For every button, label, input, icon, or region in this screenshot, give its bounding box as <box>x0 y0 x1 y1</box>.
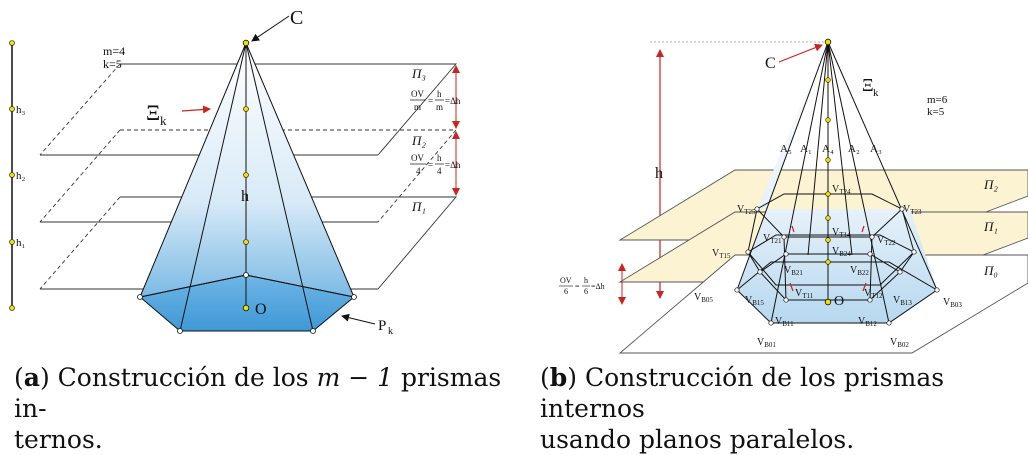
origin-label-b: O <box>834 294 844 309</box>
apex-label-b: C <box>765 55 776 72</box>
base-label-a: P <box>378 318 386 334</box>
h-label-a: h <box>241 188 249 205</box>
vertex-vt22: VT22 <box>877 235 896 247</box>
h1-tick-label: h₁ <box>16 237 26 249</box>
eq-bot-rhs: =Δh <box>445 160 461 170</box>
vertex-vb02: VB02 <box>890 337 909 349</box>
vertex-vb12: VB12 <box>858 316 877 328</box>
h-label-b: h <box>655 165 663 182</box>
caption-a-tag: a <box>23 363 40 392</box>
panel-a: h₃ h₂ h₁ m=4 k=5 <box>9 7 461 337</box>
eq-bot-num2: h <box>437 153 442 163</box>
caption-a-line2: ternos. <box>14 425 103 454</box>
vertex-labels: VT24 VT25 VT23 VT21 VT14 VT22 VT15 VB24 … <box>694 184 962 349</box>
eq-top-den2: m <box>436 102 443 112</box>
caption-a-line1: (a) Construcción de los m − 1 prismas in… <box>14 363 502 423</box>
base-sub-a: k <box>388 326 393 337</box>
svg-text:=: = <box>428 160 433 170</box>
a-labels: A₅ A₁ A₄ A₂ A₃ <box>780 143 882 155</box>
h2-tick-label: h₂ <box>16 170 26 182</box>
vertex-vt25: VT25 <box>737 204 756 216</box>
vertex-vb24: VB24 <box>832 246 851 258</box>
eq-b-den1: 6 <box>564 287 568 296</box>
apex-label-a: C <box>290 7 303 29</box>
plane-label-a1: Π₁ <box>411 199 426 214</box>
a-label-3: A₃ <box>870 143 882 155</box>
eq-bot-den2: 4 <box>437 166 442 176</box>
eq-top-rhs: =Δh <box>445 96 461 106</box>
origin-label-a: O <box>255 301 267 318</box>
a-label-2: A₂ <box>848 143 860 155</box>
h3-tick-label: h₃ <box>16 104 26 116</box>
param-m: m=4 <box>103 44 125 58</box>
param-k: k=5 <box>103 57 122 71</box>
eq-bot-den1: 4 <box>416 166 421 176</box>
xi-label-a: Ξ <box>146 100 160 125</box>
equation-b: OV 6 = h 6 =Δh <box>559 276 605 296</box>
vertex-vb21: VB21 <box>784 265 803 277</box>
eq-b-den2: 6 <box>584 287 588 296</box>
h-scale: h₃ h₂ h₁ <box>9 40 26 311</box>
eq-bot-num1: OV <box>411 153 424 163</box>
a-label-4: A₄ <box>822 143 834 155</box>
figure: h₃ h₂ h₁ m=4 k=5 <box>9 7 1028 354</box>
caption-b-line1: (b) Construcción de los prismas internos <box>540 363 945 423</box>
caption-b-line2: usando planos paralelos. <box>540 425 855 454</box>
plane-label-a3: Π₃ <box>411 66 426 81</box>
caption-a: (a) Construcción de los m − 1 prismas in… <box>14 362 504 455</box>
vertex-vt11: VT11 <box>795 288 814 300</box>
a-label-5: A₅ <box>780 143 792 155</box>
svg-text:=: = <box>575 282 580 291</box>
eq-top-num2: h <box>437 89 442 99</box>
caption-b: (b) Construcción de los prismas internos… <box>540 362 1028 455</box>
caption-a-math: m − 1 <box>316 363 394 392</box>
param-k-b: k=5 <box>927 106 945 118</box>
eq-top-num1: OV <box>411 89 424 99</box>
vertex-vt24: VT24 <box>832 184 851 196</box>
eq-b-rhs: =Δh <box>591 282 605 291</box>
equation-bottom: OV 4 = h 4 =Δh <box>410 153 461 176</box>
vertex-vt12: VT12 <box>864 288 883 300</box>
vertex-vt14: VT14 <box>832 227 851 239</box>
equation-top: OV m = h m =Δh <box>410 89 461 112</box>
eq-b-num1: OV <box>560 276 572 285</box>
vertex-vb11: VB11 <box>775 316 794 328</box>
pyramid <box>137 39 357 334</box>
xi-sub-a: k <box>160 113 167 128</box>
caption-b-tag: b <box>549 363 568 392</box>
vertex-vb05: VB05 <box>694 292 713 304</box>
caption-a-pre: Construcción de los <box>49 363 317 392</box>
caption-a-post: prismas in- <box>14 363 502 423</box>
eq-b-num2: h <box>584 276 588 285</box>
xi-label-b: Ξ <box>862 75 874 95</box>
axis-points <box>824 38 832 306</box>
param-m-b: m=6 <box>927 94 948 106</box>
vertex-vb01: VB01 <box>757 337 776 349</box>
vertex-vb13: VB13 <box>893 295 912 307</box>
a-label-1: A₁ <box>800 143 812 155</box>
caption-b-text1: Construcción de los prismas internos <box>540 363 945 423</box>
panel-b: h <box>559 38 1028 354</box>
plane-label-b1: Π₁ <box>983 219 998 234</box>
svg-text:=: = <box>428 96 433 106</box>
vertex-vb22: VB22 <box>850 265 869 277</box>
vertex-vb03: VB03 <box>943 297 962 309</box>
plane-label-b2: Π₂ <box>983 177 998 192</box>
vertex-vt21: VT21 <box>763 233 782 245</box>
eq-top-den1: m <box>414 102 421 112</box>
plane-label-a2: Π₂ <box>411 133 426 148</box>
plane-label-b0: Π₀ <box>983 263 998 278</box>
vertex-vt15: VT15 <box>712 248 731 260</box>
vertex-vt23: VT23 <box>903 204 922 216</box>
vertex-vb15: VB15 <box>745 295 764 307</box>
xi-sub-b: k <box>873 87 879 99</box>
hex-vertices <box>734 206 940 326</box>
